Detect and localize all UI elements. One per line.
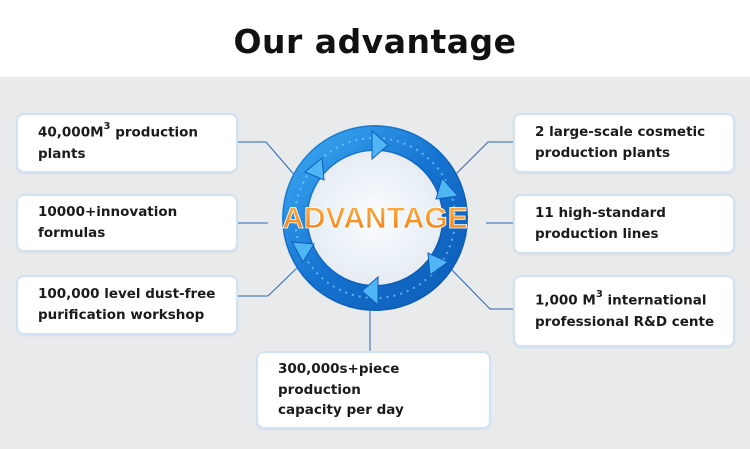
feature-text: 11 high-standard	[535, 205, 666, 222]
feature-text: 40,000M	[38, 124, 104, 141]
arrow-icon	[361, 275, 379, 307]
feature-text: 2 large-scale cosmetic	[535, 124, 706, 141]
feature-box-right-1: 2 large-scale cosmetic production plants	[513, 113, 735, 173]
cycle-ring	[282, 125, 468, 311]
superscript: 3	[103, 121, 111, 133]
arrow-icon	[427, 252, 449, 276]
feature-text: 300,000s+piece production	[278, 360, 400, 398]
page-title: Our advantage	[233, 22, 517, 61]
feature-box-right-3: 1,000 M3 international professional R&D …	[513, 275, 735, 347]
header: Our advantage	[0, 0, 750, 77]
feature-box-bottom: 300,000s+piece production capacity per d…	[256, 351, 491, 429]
arrow-icon	[371, 129, 389, 161]
feature-box-right-2: 11 high-standard production lines	[513, 194, 735, 254]
superscript: 3	[595, 289, 603, 301]
arrow-icon	[435, 176, 459, 200]
feature-text: plants	[38, 145, 86, 162]
arrow-icon	[291, 241, 315, 263]
feature-box-left-3: 100,000 level dust-free purification wor…	[16, 275, 238, 335]
feature-text: 1,000 M	[535, 292, 596, 309]
feature-text: 100,000 level dust-free	[38, 286, 216, 303]
feature-text: production lines	[535, 226, 659, 242]
feature-text: formulas	[38, 225, 106, 241]
feature-box-left-2: 10000+innovation formulas	[16, 194, 238, 252]
arrow-icon	[304, 157, 325, 181]
feature-text: international	[602, 292, 707, 309]
feature-text: production plants	[535, 145, 671, 161]
center-label: ADVANTAGE	[282, 202, 468, 235]
feature-text: professional R&D cente	[535, 313, 715, 330]
feature-text: capacity per day	[278, 402, 404, 419]
feature-text: purification workshop	[38, 307, 205, 323]
feature-text: production	[110, 124, 199, 141]
feature-box-left-1: 40,000M3 production plants	[16, 113, 238, 173]
feature-text: 10000+innovation	[38, 204, 178, 221]
